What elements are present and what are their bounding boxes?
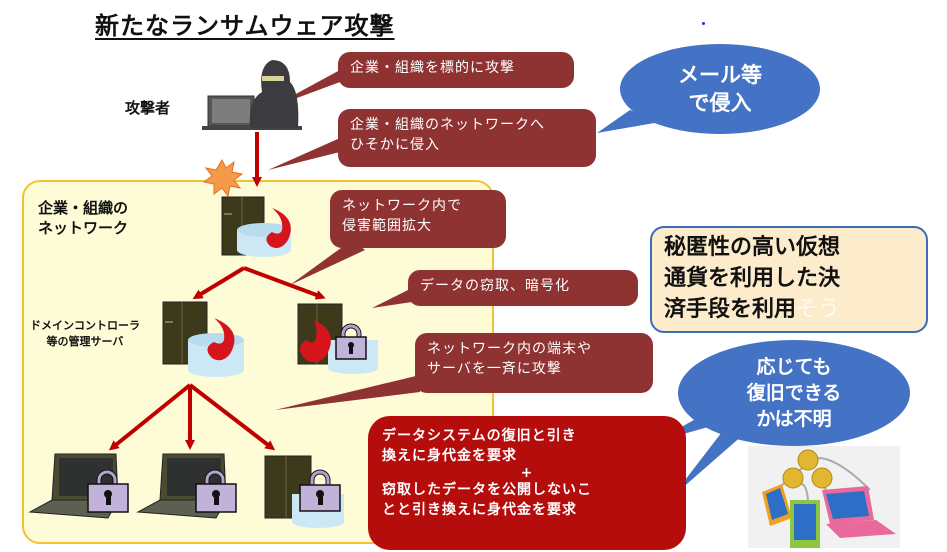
callout-line: 侵害範囲拡大 xyxy=(342,218,432,234)
callout-line: ネットワーク内で xyxy=(342,198,462,214)
crypto-line: 通貨を利用した決 xyxy=(664,266,841,291)
dc-label-line: ドメインコントローラ xyxy=(30,319,140,332)
page-title: 新たなランサムウェア攻撃 xyxy=(95,12,395,40)
callout-expand: ネットワーク内で 侵害範囲拡大 xyxy=(330,190,506,248)
arrow-to-server3 xyxy=(188,383,276,451)
crypto-payment-illustration xyxy=(748,446,900,548)
ransom-line: データシステムの復旧と引き xyxy=(382,428,577,444)
ransom-line: 換えに身代金を要求 xyxy=(382,448,517,464)
ransom-line: 窃取したデータを公開しないこ xyxy=(382,482,592,498)
callout-line: 企業・組織のネットワークへ xyxy=(350,117,545,133)
server-fire-icon-2 xyxy=(162,301,244,377)
pointer-steal xyxy=(372,288,412,308)
crypto-line: 秘匿性の高い仮想 xyxy=(664,235,841,260)
callout-line: ネットワーク内の端末や xyxy=(427,341,592,357)
callout-intrude: 企業・組織のネットワークへ ひそかに侵入 xyxy=(338,109,596,167)
attacker-label: 攻撃者 xyxy=(125,99,171,117)
bubble-email: メール等 で侵入 xyxy=(620,44,820,134)
bubble-line: で侵入 xyxy=(688,91,752,115)
crypto-line: 済手段を利用そう xyxy=(664,294,914,325)
server-lock-icon xyxy=(264,455,344,528)
laptop-lock-icon-1 xyxy=(28,453,129,519)
crypto-line-text: 済手段を利用 xyxy=(664,297,797,322)
bubble-recovery: 応じても 復旧できる かは不明 xyxy=(678,340,910,446)
network-label: 企業・組織の ネットワーク xyxy=(38,198,128,238)
dc-label-line: 等の管理サーバ xyxy=(46,335,124,348)
ransom-plus: + xyxy=(520,465,534,481)
pointer-attack xyxy=(275,375,420,410)
callout-ransom: データシステムの復旧と引き 換えに身代金を要求 + 窃取したデータを公開しないこ… xyxy=(368,416,686,550)
callout-attack-all: ネットワーク内の端末や サーバを一斉に攻撃 xyxy=(415,333,653,393)
attacker-icon xyxy=(202,60,302,130)
network-label-line: 企業・組織の xyxy=(38,199,129,217)
bubble-line: かは不明 xyxy=(756,408,832,430)
server-fire-lock-icon xyxy=(297,303,378,374)
callout-target: 企業・組織を標的に攻撃 xyxy=(338,52,574,88)
network-label-line: ネットワーク xyxy=(38,219,129,237)
pointer-intrude xyxy=(268,138,340,170)
domain-controller-label: ドメインコントローラ 等の管理サーバ xyxy=(30,318,140,350)
stray-dot xyxy=(702,22,705,25)
callout-line: ひそかに侵入 xyxy=(350,137,440,153)
faint-text: そう xyxy=(796,297,841,322)
pointer-expand xyxy=(290,240,365,285)
arrow-to-dc xyxy=(192,266,246,300)
burst-icon xyxy=(202,158,244,198)
bubble-line: 応じても xyxy=(756,356,832,378)
ransom-line: とと引き換えに身代金を要求 xyxy=(382,502,577,518)
laptop-lock-icon-2 xyxy=(136,453,237,519)
callout-steal: データの窃取、暗号化 xyxy=(408,270,638,306)
callout-line: サーバを一斉に攻撃 xyxy=(427,361,562,377)
crypto-note: 秘匿性の高い仮想 通貨を利用した決 済手段を利用そう xyxy=(650,226,928,333)
arrow-to-laptop1 xyxy=(108,383,192,451)
server-fire-icon-1 xyxy=(221,196,291,257)
bubble-line: 復旧できる xyxy=(746,382,842,404)
arrow-to-server2 xyxy=(243,266,326,300)
bubble-line: メール等 xyxy=(678,63,762,87)
